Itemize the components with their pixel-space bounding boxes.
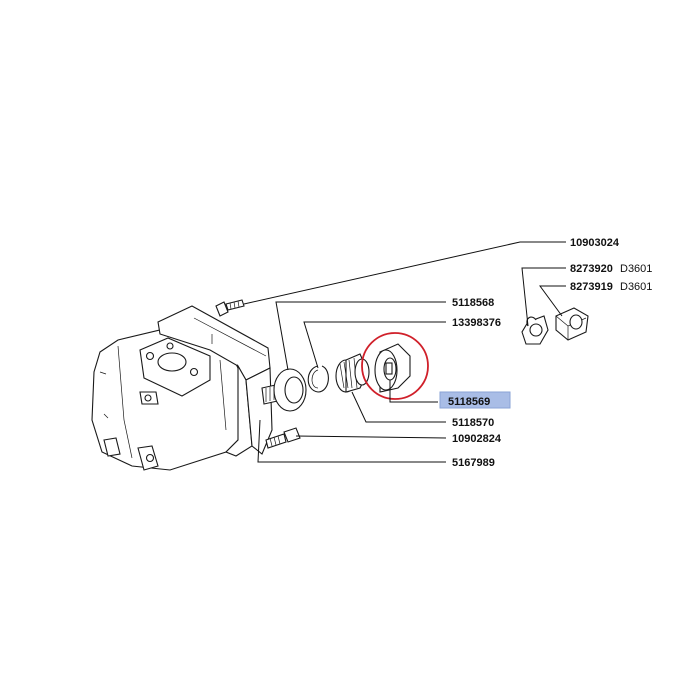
- callout-5118569[interactable]: 5118569: [448, 396, 490, 408]
- callout-13398376[interactable]: 13398376: [452, 317, 501, 329]
- highlight-ring: [361, 332, 429, 400]
- ring-large: [273, 368, 307, 412]
- callout-5118568[interactable]: 5118568: [452, 297, 494, 309]
- callout-8273920-suffix: D3601: [620, 263, 652, 275]
- callout-5118570[interactable]: 5118570: [452, 417, 494, 429]
- highlight-label-box: [439, 391, 511, 409]
- callout-8273919-suffix: D3601: [620, 281, 652, 293]
- circlip: [307, 365, 329, 393]
- leader-lines: [243, 241, 566, 463]
- callout-10903024[interactable]: 10903024: [570, 237, 620, 249]
- callout-5167989[interactable]: 5167989: [452, 457, 495, 469]
- callout-8273919[interactable]: 8273919: [570, 281, 613, 293]
- callout-8273920[interactable]: 8273920: [570, 263, 613, 275]
- callout-labels: 10903024 8273920 D3601 8273919 D3601 511…: [448, 237, 652, 469]
- coupling: [374, 343, 411, 393]
- bolt-top: [215, 299, 245, 317]
- callout-10902824[interactable]: 10902824: [452, 433, 502, 445]
- pump-housing: [91, 305, 283, 471]
- threaded-sleeve: [335, 353, 370, 393]
- lock-washer: [521, 315, 549, 345]
- bolt-bottom: [265, 427, 301, 449]
- hex-nut: [555, 307, 589, 341]
